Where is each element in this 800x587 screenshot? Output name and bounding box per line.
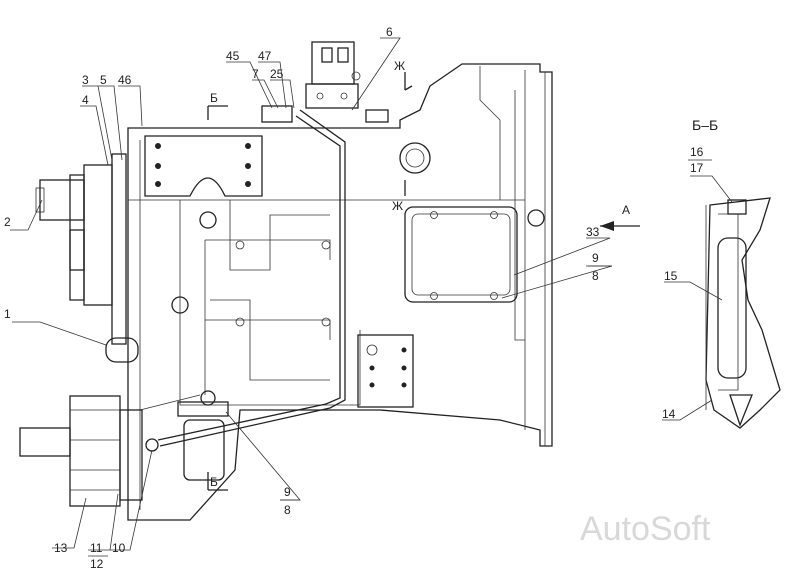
section-mark-b-top: Б <box>210 91 218 105</box>
callout-12: 12 <box>90 557 104 571</box>
section-mark-b-bottom: Б <box>210 475 218 489</box>
callout-1: 1 <box>4 307 11 321</box>
callout-8-bottom: 8 <box>284 503 291 517</box>
callout-47: 47 <box>258 49 272 63</box>
callout-4: 4 <box>82 93 89 107</box>
callout-9-top: 9 <box>592 251 599 265</box>
callout-33: 33 <box>586 225 600 239</box>
callout-underlines <box>88 159 712 557</box>
callout-labels: 1 2 3 4 5 46 6 45 47 7 25 33 9 8 9 8 13 … <box>4 25 704 571</box>
section-mark-zh-mid: Ж <box>392 199 403 213</box>
input-flange <box>35 153 139 363</box>
section-b-b-view <box>662 175 781 429</box>
section-title: Б–Б <box>692 117 718 133</box>
callout-45: 45 <box>226 49 240 63</box>
callout-16: 16 <box>690 145 704 159</box>
mounting-plate <box>357 334 414 408</box>
callout-8-top: 8 <box>592 269 599 283</box>
callout-7: 7 <box>252 67 259 81</box>
callout-11: 11 <box>90 541 103 555</box>
section-labels: Б Б Ж Ж А Б–Б <box>210 59 718 489</box>
callout-46: 46 <box>118 73 132 87</box>
callout-3: 3 <box>82 73 89 87</box>
callout-25: 25 <box>270 67 284 81</box>
callout-6: 6 <box>386 25 393 39</box>
callout-2: 2 <box>4 215 11 229</box>
gearbox-housing <box>127 63 553 521</box>
watermark: AutoSoft <box>580 510 711 548</box>
callout-14: 14 <box>662 407 676 421</box>
callout-5: 5 <box>100 73 107 87</box>
view-arrow-label: А <box>622 203 630 217</box>
callout-15: 15 <box>664 269 678 283</box>
inspection-cover-bolts <box>235 211 498 327</box>
leader-lines <box>10 37 613 551</box>
section-mark-zh-top: Ж <box>394 59 405 73</box>
valve-block <box>261 41 389 123</box>
callout-17: 17 <box>690 161 704 175</box>
top-cover-plate <box>144 135 263 197</box>
callout-13: 13 <box>54 541 68 555</box>
callout-9-bottom: 9 <box>284 485 291 499</box>
section-markers <box>207 72 640 491</box>
callout-10: 10 <box>112 541 126 555</box>
lower-pump <box>19 395 229 507</box>
pipeline <box>157 109 346 447</box>
